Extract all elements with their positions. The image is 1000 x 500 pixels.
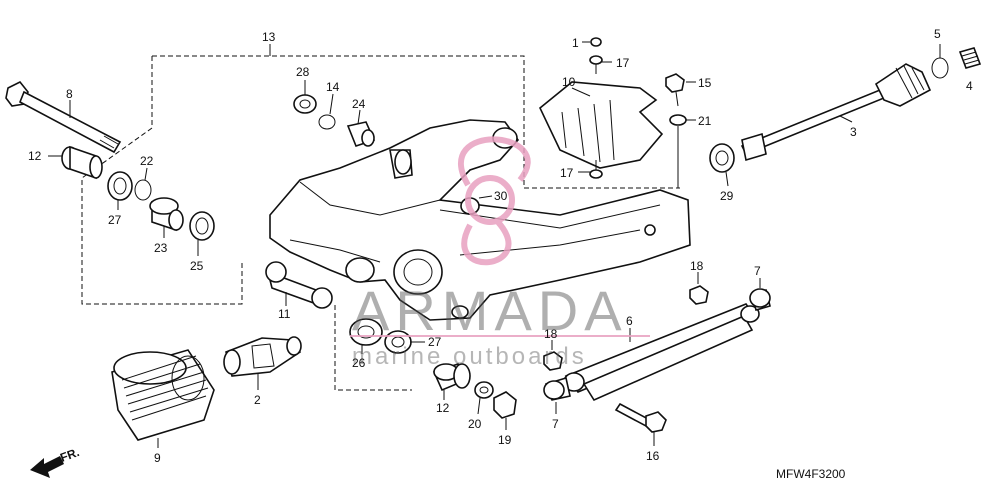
part-3-drive-shaft xyxy=(740,63,932,162)
part-11-tube xyxy=(265,261,333,309)
callout-28: 28 xyxy=(296,65,310,79)
part-7-bushing-lower xyxy=(543,376,571,414)
callout-26: 26 xyxy=(352,356,366,370)
callout-18-upper: 18 xyxy=(690,259,704,273)
callout-10: 10 xyxy=(562,75,576,89)
callout-25: 25 xyxy=(190,259,204,273)
part-25-bearing xyxy=(189,211,215,256)
callout-17-upper: 17 xyxy=(616,56,630,70)
part-14-ring xyxy=(318,93,336,130)
callout-18-lower: 18 xyxy=(544,327,558,341)
callout-15: 15 xyxy=(698,76,712,90)
callout-16: 16 xyxy=(646,449,660,463)
callout-1: 1 xyxy=(572,36,579,50)
callout-6: 6 xyxy=(626,314,633,328)
part-18-nut-lower xyxy=(543,340,563,371)
part-10-guard xyxy=(539,81,664,169)
part-5-ring xyxy=(931,44,949,79)
diagram-code: MFW4F3200 xyxy=(776,467,846,481)
callout-7-upper: 7 xyxy=(754,264,761,278)
callout-13: 13 xyxy=(262,30,276,44)
part-28-seal xyxy=(293,80,317,114)
part-21-washer xyxy=(669,114,696,188)
callout-17-lower: 17 xyxy=(560,166,574,180)
bracket-26-27 xyxy=(334,305,412,391)
callout-5: 5 xyxy=(934,27,941,41)
part-29-seal xyxy=(709,143,735,187)
front-direction-arrow: FR. xyxy=(30,445,81,478)
callout-27-lower: 27 xyxy=(428,335,442,349)
callout-22: 22 xyxy=(140,154,154,168)
callout-19: 19 xyxy=(498,433,512,447)
assembly-13-bracket xyxy=(81,44,680,305)
part-2-universal-joint xyxy=(223,336,302,390)
part-23-spacer xyxy=(149,197,184,238)
direction-label: FR. xyxy=(58,445,81,465)
armada-watermark: ARMADA marine outboards xyxy=(350,136,650,370)
callout-23: 23 xyxy=(154,241,168,255)
part-8-pivot-bolt xyxy=(5,80,122,154)
callout-11: 11 xyxy=(278,307,291,321)
callout-3: 3 xyxy=(850,125,857,139)
part-27-bearing-upper xyxy=(107,171,133,210)
watermark-tagline: marine outboards xyxy=(352,343,587,370)
callout-21: 21 xyxy=(698,114,712,128)
part-12-collar-upper xyxy=(48,145,103,180)
part-20-washer xyxy=(474,381,494,415)
part-15-bolt xyxy=(665,73,696,107)
callout-30: 30 xyxy=(494,189,508,203)
part-18-nut-upper xyxy=(689,272,709,305)
part-4-spring xyxy=(958,47,982,69)
part-19-nut xyxy=(493,391,517,430)
watermark-brand: ARMADA xyxy=(352,279,628,342)
part-1-cap xyxy=(582,37,602,47)
part-16-bolt xyxy=(614,402,667,446)
callout-14: 14 xyxy=(326,80,340,94)
part-17-bolt-lower xyxy=(578,160,603,179)
callout-27-upper: 27 xyxy=(108,213,122,227)
callout-12-lower: 12 xyxy=(436,401,450,415)
callout-8: 8 xyxy=(66,87,73,101)
part-9-drive-housing xyxy=(111,349,215,448)
part-24-bushing xyxy=(346,109,376,147)
part-7-bushing-upper xyxy=(749,278,771,311)
part-17-bolt-upper xyxy=(589,55,612,74)
callout-9: 9 xyxy=(154,451,161,465)
callout-2: 2 xyxy=(254,393,261,407)
callout-12-upper: 12 xyxy=(28,149,42,163)
callout-labels: 1 2 3 4 5 6 7 7 8 9 10 11 12 12 13 14 15… xyxy=(28,27,973,465)
part-6-torque-rod xyxy=(563,303,760,402)
part-26-bearing xyxy=(349,318,383,354)
callout-20: 20 xyxy=(468,417,482,431)
part-12-collar-lower xyxy=(432,363,471,400)
callout-7-lower: 7 xyxy=(552,417,559,431)
callout-24: 24 xyxy=(352,97,366,111)
part-22-snap-ring xyxy=(134,167,152,201)
callout-29: 29 xyxy=(720,189,734,203)
callout-4: 4 xyxy=(966,79,973,93)
